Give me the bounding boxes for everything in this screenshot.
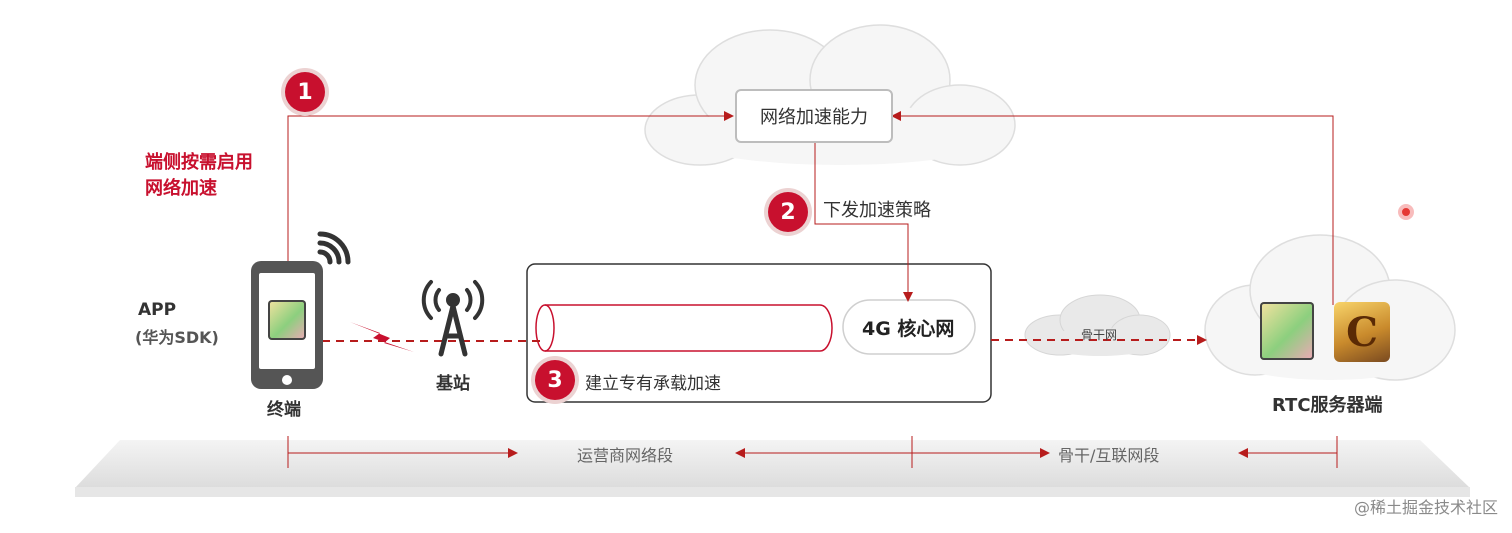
floor-edge [75,487,1470,497]
step-3-badge: 3 [535,360,575,400]
acceleration-capability-box: 网络加速能力 [735,89,893,143]
base-station-icon [421,280,485,357]
floor-platform [75,440,1470,488]
server-to-cloud-arrow [891,111,1334,305]
server-label: RTC服务器端 [1272,395,1383,416]
segment-markers [287,436,1338,468]
dedicated-tunnel [535,304,833,352]
pointer-dot [1398,204,1414,220]
policy-delivery-arrow [814,143,913,302]
watermark: @稀土掘金技术社区 [1353,498,1498,517]
app-game-icon [268,300,306,340]
server-app-game-icon [1260,302,1314,360]
acceleration-capability-label: 网络加速能力 [760,107,868,128]
backbone-cloud [1024,294,1171,356]
wireless-signal-bolt-icon [350,322,414,352]
step-1-badge: 1 [285,72,325,112]
terminal-label: 终端 [267,400,301,420]
signal-arcs-icon [317,231,351,265]
backbone-segment-label: 骨干/互联网段 [1058,446,1160,465]
app-label: APP [138,300,177,320]
core-network-label: 4G 核心网 [862,318,955,340]
server-cloud [1204,234,1456,381]
sdk-label: (华为SDK) [135,328,219,347]
step-2-text: 下发加速策略 [823,200,931,221]
server-game-logo-icon: C [1334,302,1390,362]
step-2-badge: 2 [768,192,808,232]
base-station-label: 基站 [436,374,470,394]
step-1-text: 端侧按需启用 网络加速 [145,152,253,199]
operator-segment-label: 运营商网络段 [577,446,674,465]
backbone-cloud-label: 骨干网 [1081,328,1118,342]
enable-acceleration-arrow [287,111,734,262]
operator-network-box [526,263,992,403]
step-3-text: 建立专有承载加速 [585,374,721,394]
